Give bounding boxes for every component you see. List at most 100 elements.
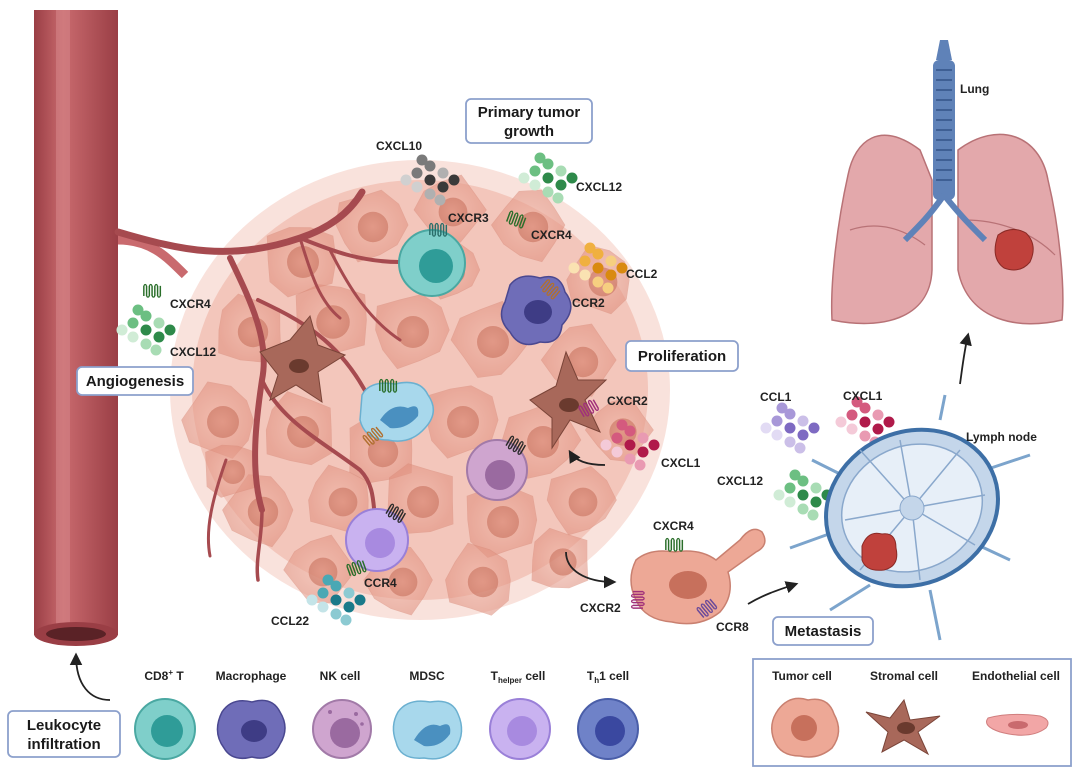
label-cxcr4-meta: CXCR4 — [653, 519, 694, 533]
chemokine-molecule — [317, 601, 329, 613]
chemokine-molecule — [592, 276, 604, 288]
chemokine-molecule — [794, 442, 806, 454]
chemokine-molecule — [616, 262, 628, 274]
label-cxcl12-node: CXCL12 — [717, 474, 763, 488]
tumor-cell-nucleus — [568, 487, 598, 517]
lungs — [830, 40, 1064, 325]
chemokine-molecule — [872, 409, 884, 421]
chemokine-molecule — [411, 167, 423, 179]
chemokine-molecule — [859, 430, 871, 442]
chemokine-molecule — [624, 425, 636, 437]
cluster-cxcl12-node — [773, 469, 833, 521]
chemokine-molecule — [810, 482, 822, 494]
chemokine-molecule — [637, 432, 649, 444]
chemokine-molecule — [437, 167, 449, 179]
label-lymph-node: Lymph node — [966, 430, 1037, 444]
mdsc-tumor — [359, 381, 434, 442]
stromal-cell-left — [259, 314, 347, 404]
legend-mdsc-icon — [392, 700, 463, 760]
chemokine-molecule — [624, 453, 636, 465]
chemokine-molecule — [797, 503, 809, 515]
chemokine-molecule — [579, 269, 591, 281]
chemokine-molecule — [343, 601, 355, 613]
chemokine-molecule — [317, 587, 329, 599]
chemokine-molecule — [411, 181, 423, 193]
chemokine-molecule — [164, 324, 176, 336]
chemokine-molecule — [340, 614, 352, 626]
chemokine-molecule — [789, 469, 801, 481]
chemokine-molecule — [773, 489, 785, 501]
legend-mdsc-label: MDSC — [409, 669, 445, 683]
tumor-cell-nucleus — [549, 548, 577, 576]
chemokine-molecule — [330, 608, 342, 620]
primary-tumor-growth-line2: growth — [504, 123, 554, 140]
chemokine-molecule — [776, 402, 788, 414]
label-ccl2: CCL2 — [626, 267, 658, 281]
chemokine-molecule — [150, 344, 162, 356]
chemokine-molecule — [140, 310, 152, 322]
stromal-cell-right — [529, 350, 608, 450]
chemokine-molecule — [810, 496, 822, 508]
chemokine-molecule — [584, 242, 596, 254]
tumor-cell-nucleus — [357, 211, 389, 243]
chemokine-molecule — [529, 165, 541, 177]
chemokine-molecule — [602, 282, 614, 294]
legend-tumor-icon — [771, 697, 840, 758]
chemokine-molecule — [437, 181, 449, 193]
chemokine-molecule — [534, 152, 546, 164]
chemokine-molecule — [322, 574, 334, 586]
chemokine-molecule — [555, 165, 567, 177]
chemokine-molecule — [784, 422, 796, 434]
chemokine-molecule — [116, 324, 128, 336]
chemokine-molecule — [611, 446, 623, 458]
chemokine-molecule — [624, 439, 636, 451]
chemokine-molecule — [771, 415, 783, 427]
chemokine-molecule — [807, 509, 819, 521]
cd8-t-cell-tumor — [398, 229, 466, 297]
thelper-cell-tumor — [345, 508, 409, 572]
receptor-cxcr4-vessel — [143, 283, 162, 298]
tumor-cell-nucleus — [221, 460, 245, 484]
label-ccr4: CCR4 — [364, 576, 397, 590]
chemokine-molecule — [354, 594, 366, 606]
chemokine-molecule — [343, 587, 355, 599]
chemokine-molecule — [568, 262, 580, 274]
chemokine-molecule — [306, 594, 318, 606]
legend-endothelial-label: Endothelial cell — [972, 669, 1060, 683]
legend-cd8-icon — [134, 698, 196, 760]
receptor-cxcr2-meta — [630, 590, 645, 609]
chemokine-molecule — [616, 419, 628, 431]
chemokine-molecule — [448, 174, 460, 186]
receptor-cxcr4-meta — [665, 537, 684, 552]
tumor-cell-nucleus — [397, 316, 429, 348]
label-cxcr2-tumor: CXCR2 — [607, 394, 648, 408]
cluster-ccl22 — [306, 574, 366, 626]
cell-type-legend: Tumor cell Stromal cell Endothelial cell — [752, 658, 1072, 767]
receptor-cxcr3 — [429, 222, 448, 237]
nk-cell-tumor — [466, 439, 528, 501]
label-cxcr4-top: CXCR4 — [531, 228, 572, 242]
chemokine-molecule — [566, 172, 578, 184]
tumor-cell-nucleus — [438, 197, 468, 227]
label-cxcl10: CXCL10 — [376, 139, 422, 153]
receptor-mdsc-a — [379, 378, 398, 393]
legend-macrophage-icon — [216, 699, 286, 760]
legend-cd8-label: CD8+ T — [144, 668, 184, 683]
chemokine-molecule — [424, 160, 436, 172]
label-cxcr2-meta: CXCR2 — [580, 601, 621, 615]
tumor-cell-nucleus — [316, 305, 350, 339]
chemokine-molecule — [634, 459, 646, 471]
cluster-cxcl10 — [400, 154, 460, 206]
cluster-cxcl12-left — [116, 304, 176, 356]
chemokine-molecule — [592, 248, 604, 260]
tumor-cell-nucleus — [487, 506, 519, 538]
legend-stromal-label: Stromal cell — [870, 669, 938, 683]
legend-th1-icon — [577, 698, 639, 760]
tumor-cell-nucleus — [467, 566, 499, 598]
chemokine-molecule — [605, 269, 617, 281]
legend-nk-icon — [312, 699, 372, 759]
chemokine-molecule — [808, 422, 820, 434]
tumor-cell-nucleus — [388, 567, 418, 597]
chemokine-molecule — [127, 317, 139, 329]
chemokine-molecule — [555, 179, 567, 191]
